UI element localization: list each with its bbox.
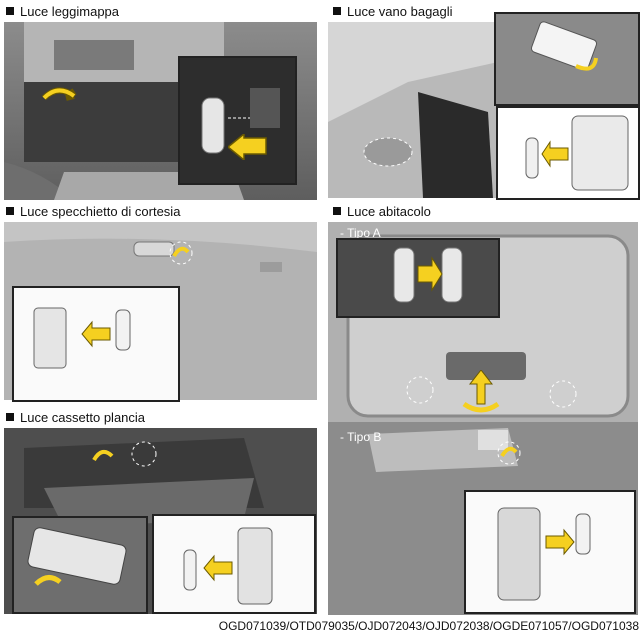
trunk-bulb-inset <box>496 106 640 200</box>
pull-arrow-icon <box>458 370 504 416</box>
push-arrow-icon <box>228 134 268 160</box>
bullet-square <box>6 207 14 215</box>
bullet-square <box>333 7 341 15</box>
figure-reference-codes: OGD071039/OTD079035/OJD072043/OJD072038/… <box>219 619 639 633</box>
bullet-square <box>333 207 341 215</box>
bullet-square <box>6 413 14 421</box>
glovebox-lamp-inset <box>12 516 148 614</box>
rotate-arrow-icon <box>496 440 522 466</box>
rotate-arrow-icon <box>40 86 78 108</box>
map-lamp-bulb-inset <box>178 56 297 185</box>
vanity-bulb-inset <box>12 286 180 402</box>
bullet-square <box>6 7 14 15</box>
panel-title-vanity-mirror-lamp: Luce specchietto di cortesia <box>6 204 180 219</box>
trunk-lamp-inset <box>494 12 640 106</box>
type-b-label: - Tipo B <box>340 430 381 444</box>
panel-title-map-lamp: Luce leggimappa <box>6 4 119 19</box>
panel-title-trunk-lamp: Luce vano bagagli <box>333 4 453 19</box>
rotate-arrow-icon <box>90 446 116 468</box>
type-b-bulb-inset <box>464 490 636 614</box>
glovebox-bulb-inset <box>152 514 316 614</box>
type-a-bulb-inset <box>336 238 500 318</box>
rotate-arrow-icon <box>168 240 194 266</box>
panel-title-cabin-lamp: Luce abitacolo <box>333 204 431 219</box>
panel-title-glovebox-lamp: Luce cassetto plancia <box>6 410 145 425</box>
